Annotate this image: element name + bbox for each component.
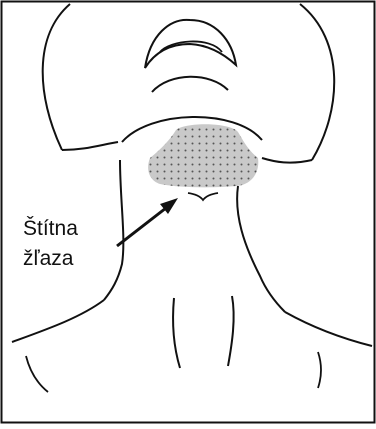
upper-lip — [145, 20, 236, 68]
throat-mark — [188, 193, 218, 200]
neck-left-line — [104, 160, 123, 300]
diagram-border — [2, 2, 375, 423]
shoulder-left — [12, 300, 104, 342]
lower-lip — [152, 77, 228, 92]
collarbone-left — [173, 298, 180, 368]
chest-line-left — [26, 356, 48, 392]
label-line-2: žľaza — [23, 247, 73, 271]
neck-right-line — [237, 186, 285, 312]
collarbone-right — [228, 296, 234, 366]
thyroid-dots — [148, 124, 258, 187]
label-line-1: Štítna — [23, 217, 78, 241]
chest-line-right — [318, 352, 321, 388]
pointer-line — [117, 208, 166, 246]
shoulder-right — [285, 312, 372, 346]
